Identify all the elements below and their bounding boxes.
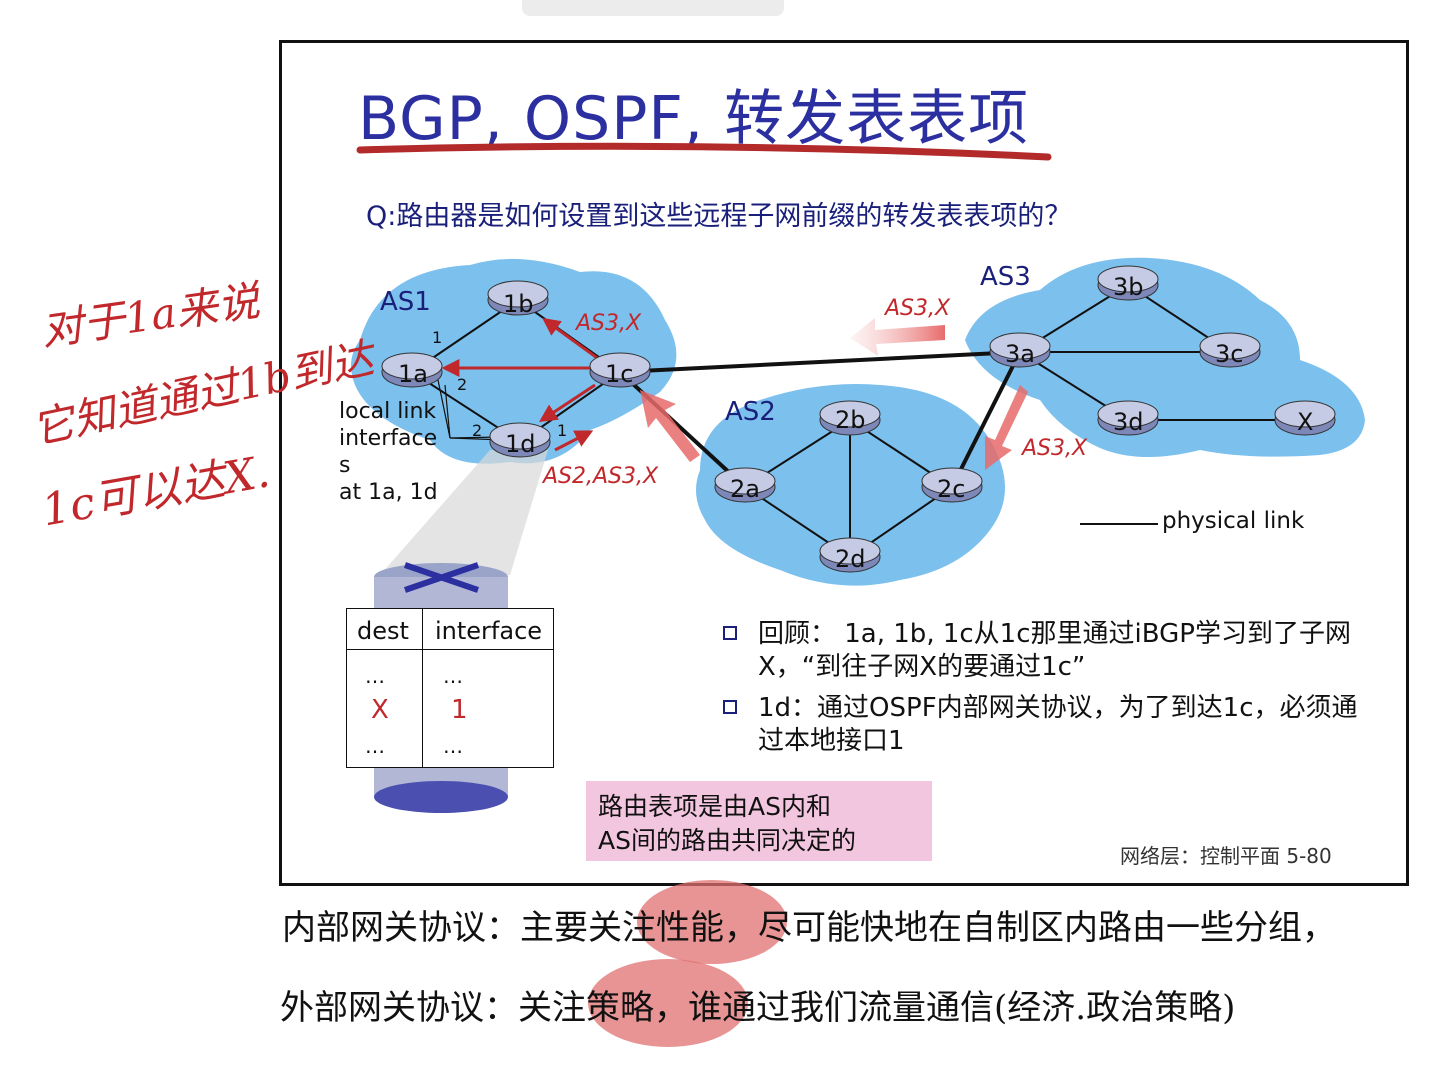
bullet-list: 回顾： 1a, 1b, 1c从1c那里通过iBGP学习到了子网X，“到往子网X的… <box>720 618 1378 766</box>
table-cell: … <box>443 664 463 688</box>
router-2a <box>714 467 776 503</box>
if-num-2-low: 2 <box>472 421 482 440</box>
router-1b <box>487 280 549 316</box>
slide-footer: 网络层：控制平面 5-80 <box>1120 844 1332 868</box>
as3-label: AS3 <box>980 262 1031 292</box>
handwritten-bottom-line: 外部网关协议：关注策略，谁通过我们流量通信(经济.政治策略) <box>280 988 1236 1028</box>
table-cell-if-1: 1 <box>451 695 468 725</box>
label-3a: 3a <box>1005 340 1035 368</box>
adv-as3x-3a2c: AS3,X <box>1020 436 1088 461</box>
if-num-2-mid: 2 <box>457 375 467 394</box>
table-cell: … <box>443 734 463 758</box>
adv-as2as3x: AS2,AS3,X <box>541 464 659 489</box>
table-cell-dest-x: X <box>371 695 389 725</box>
bullet-item: 1d：通过OSPF内部网关协议，为了到达1c，必须通过本地接口1 <box>720 692 1378 758</box>
as2-label: AS2 <box>725 397 776 427</box>
label-3b: 3b <box>1113 273 1144 301</box>
label-2b: 2b <box>835 406 866 434</box>
local-link-label: local link interface s at 1a, 1d <box>339 399 438 505</box>
fat-arrow-3a <box>985 385 1028 470</box>
router-3d <box>1097 400 1159 436</box>
router-X <box>1274 400 1336 436</box>
note-line-2: AS间的路由共同决定的 <box>598 826 856 855</box>
forwarding-table: dest interface … … X 1 … … <box>346 608 554 768</box>
as1-cloud <box>351 258 677 464</box>
note-line-1: 路由表项是由AS内和 <box>598 792 831 821</box>
handwritten-bottom-line: 内部网关协议：主要关注性能，尽可能快地在自制区内路由一些分组， <box>282 908 1336 948</box>
top-handle <box>522 0 784 16</box>
adv-as3x-right: AS3,X <box>883 296 951 321</box>
router-2c <box>921 467 983 503</box>
label-3d: 3d <box>1113 408 1144 436</box>
routers <box>381 265 1336 573</box>
fat-arrow-2a <box>640 390 700 462</box>
if-num-1-top: 1 <box>432 328 442 347</box>
as1-label: AS1 <box>380 287 431 317</box>
label-2c: 2c <box>937 475 965 503</box>
table-cell: … <box>365 734 385 758</box>
fat-arrow-as3 <box>850 318 945 356</box>
label-2d: 2d <box>835 545 866 573</box>
label-1a: 1a <box>398 360 428 388</box>
router-2d <box>819 537 881 573</box>
router-1c <box>589 352 651 388</box>
router-3c <box>1199 332 1261 368</box>
router-3b <box>1097 265 1159 301</box>
router-2b <box>819 400 881 436</box>
if-num-1-1d: 1 <box>557 421 567 440</box>
adv-as3x-top: AS3,X <box>574 311 642 336</box>
bullet-item: 回顾： 1a, 1b, 1c从1c那里通过iBGP学习到了子网X，“到往子网X的… <box>720 618 1378 684</box>
table-header-interface: interface <box>435 617 543 645</box>
label-2a: 2a <box>730 475 760 503</box>
label-1c: 1c <box>605 360 633 388</box>
label-1b: 1b <box>503 290 534 318</box>
table-header-dest: dest <box>357 617 409 645</box>
label-3c: 3c <box>1215 340 1243 368</box>
note-box: 路由表项是由AS内和 AS间的路由共同决定的 <box>586 781 932 861</box>
question-text: Q:路由器是如何设置到这些远程子网前缀的转发表表项的？ <box>366 201 1072 232</box>
router-1a <box>381 352 443 388</box>
zoom-cone <box>380 450 548 575</box>
table-cell: … <box>365 664 385 688</box>
router-3a <box>989 332 1051 368</box>
label-1d: 1d <box>505 430 536 458</box>
physical-link-label: physical link <box>1162 508 1305 534</box>
as3-cloud <box>965 257 1365 458</box>
router-1d <box>489 422 551 458</box>
slide-title: BGP, OSPF, 转发表表项 <box>358 84 1030 154</box>
label-X: X <box>1297 408 1313 436</box>
